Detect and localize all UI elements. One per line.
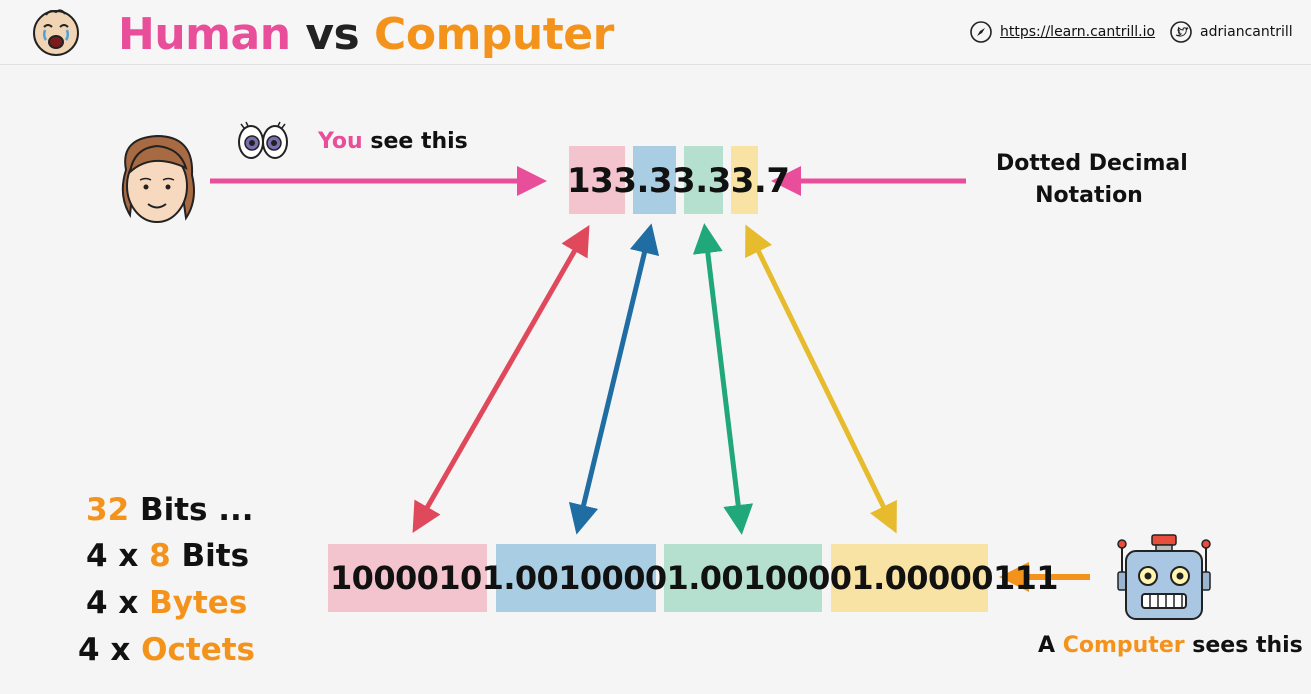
octets-word: Octets <box>141 632 255 668</box>
bits-line-2-rest: Bits <box>181 538 250 574</box>
octet2-decimal-box <box>633 146 676 214</box>
bits-line-2: 4 x 8 Bits <box>86 536 249 576</box>
twitter-link[interactable]: adriancantrill <box>1170 21 1293 43</box>
computer-word: Computer <box>1062 633 1185 658</box>
website-link-label[interactable]: https://learn.cantrill.io <box>1000 24 1156 40</box>
bits-line-4: 4 x Octets <box>78 630 255 670</box>
notation-line2: Notation <box>1035 183 1143 208</box>
title-human: Human <box>118 9 291 60</box>
octet4-decimal-box <box>731 146 758 214</box>
website-link[interactable]: https://learn.cantrill.io <box>970 21 1155 43</box>
header-bar: Human vs Computer https://learn.cantrill… <box>0 0 1311 65</box>
bits-32-rest: Bits ... <box>139 492 254 528</box>
octet1-decimal-box <box>569 146 625 214</box>
woman-face-icon <box>121 134 195 223</box>
binary-ip: 10000101.00100001.00100001.00000111 <box>330 559 1059 597</box>
title-vs: vs <box>305 9 360 60</box>
octet3-decimal-box <box>684 146 723 214</box>
bits-line-4-prefix: 4 x <box>78 632 131 668</box>
sees-this-text: sees this <box>1192 633 1303 658</box>
bits-line-3: 4 x Bytes <box>86 583 247 623</box>
octet3-binary-box <box>664 544 822 612</box>
octet4-arrow <box>745 224 897 534</box>
octet2-binary-box <box>496 544 656 612</box>
bits-line-3-prefix: 4 x <box>86 585 139 621</box>
dotted-decimal-ip: 133.33.33.7 <box>567 161 790 201</box>
eyes-icon <box>238 121 288 159</box>
bytes-word: Bytes <box>149 585 248 621</box>
octet4-binary-box <box>831 544 988 612</box>
a-word: A <box>1038 633 1056 658</box>
bits-line-2-prefix: 4 x <box>86 538 139 574</box>
bits-line-1: 32 Bits ... <box>86 490 254 530</box>
bits-32-number: 32 <box>86 492 130 528</box>
see-this-text: see this <box>370 129 468 154</box>
octet1-binary-box <box>328 544 487 612</box>
octet2-arrow <box>568 223 660 535</box>
bits-8-number: 8 <box>149 538 171 574</box>
crying-baby-face-icon <box>33 9 79 56</box>
twitter-bird-icon <box>1170 21 1192 43</box>
octet1-arrow <box>412 224 590 534</box>
octet3-arrow <box>692 223 754 535</box>
notation-label: Dotted Decimal Notation <box>996 150 1188 210</box>
title-computer: Computer <box>374 9 614 60</box>
you-word: You <box>318 129 363 154</box>
computer-sees-this-label: A Computer sees this <box>1038 632 1303 660</box>
you-see-this-label: You see this <box>318 128 468 156</box>
notation-line1: Dotted Decimal <box>996 151 1188 176</box>
page-title: Human vs Computer <box>118 8 614 62</box>
robot-face-icon <box>1117 534 1211 620</box>
twitter-handle[interactable]: adriancantrill <box>1200 24 1293 40</box>
compass-icon <box>970 21 992 43</box>
